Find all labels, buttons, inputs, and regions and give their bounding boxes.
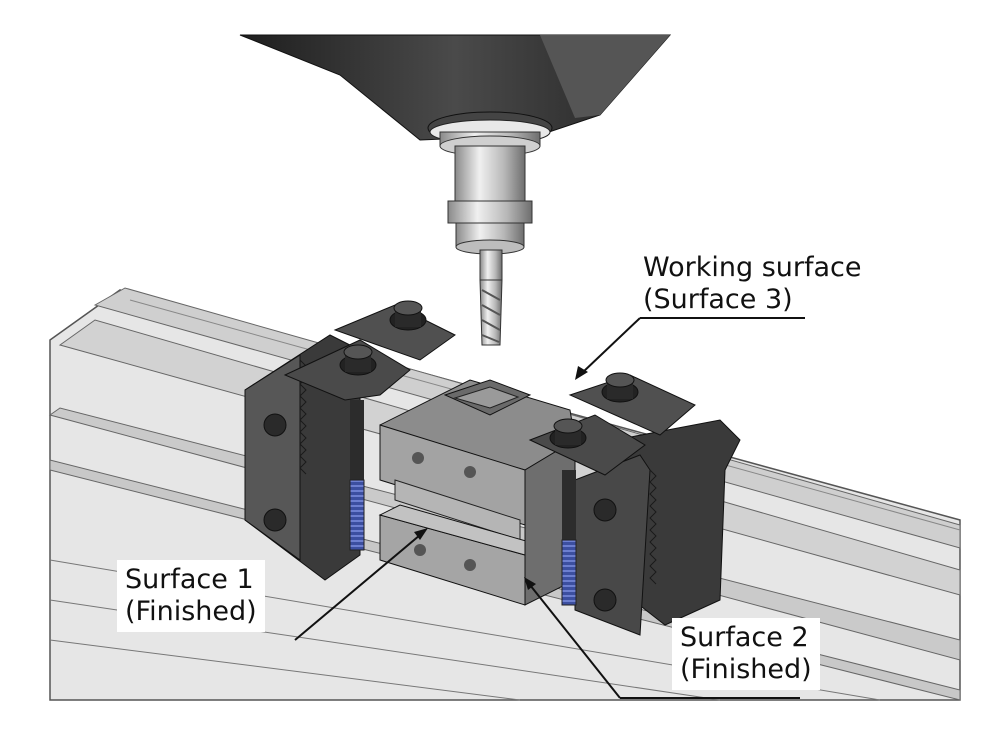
surface1-line2: (Finished)	[125, 596, 257, 627]
working-surface-label: Working surface (Surface 3)	[643, 252, 862, 316]
working-surface-line2: (Surface 3)	[643, 284, 793, 315]
right-clamp-set	[528, 372, 741, 636]
workpiece	[378, 379, 576, 606]
surface2-line1: Surface 2	[680, 622, 809, 653]
surface2-label: Surface 2 (Finished)	[672, 618, 820, 690]
tool-holder	[429, 119, 551, 255]
callout-lines	[294, 317, 805, 699]
surface1-label: Surface 1 (Finished)	[117, 560, 265, 632]
surface2-line2: (Finished)	[680, 654, 812, 685]
working-surface-line1: Working surface	[643, 252, 862, 283]
end-mill	[479, 249, 503, 346]
left-clamp-set	[244, 300, 456, 581]
surface1-line1: Surface 1	[125, 564, 254, 595]
